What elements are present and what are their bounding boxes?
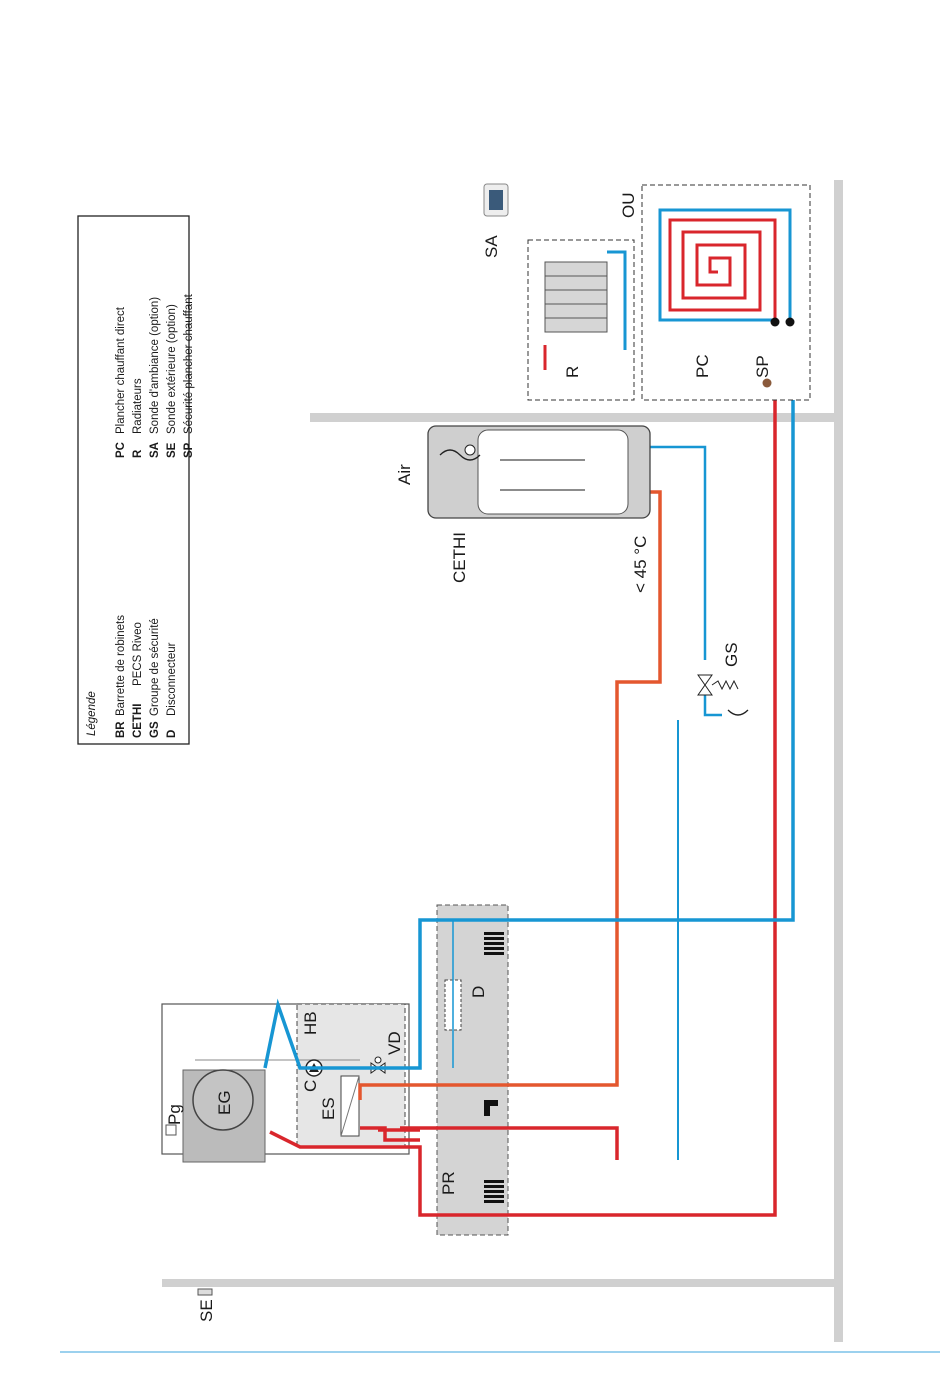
- svg-text:Groupe de sécurité: Groupe de sécurité: [149, 618, 161, 716]
- svg-text:SP: SP: [183, 442, 195, 458]
- label-ou: OU: [619, 193, 638, 219]
- drain-funnel-icon: [728, 710, 748, 715]
- label-es: ES: [319, 1097, 338, 1120]
- svg-text:GS: GS: [149, 721, 161, 738]
- legend: Légende BR Barrette de robinets CETHI PE…: [78, 216, 195, 744]
- sp-probe: [763, 379, 772, 388]
- label-gs: GS: [722, 642, 741, 667]
- svg-text:Sonde d'ambiance (option): Sonde d'ambiance (option): [149, 297, 161, 434]
- outdoor-sensor: SE: [197, 1289, 216, 1322]
- svg-text:Radiateurs: Radiateurs: [132, 378, 144, 434]
- label-d: D: [469, 986, 488, 998]
- svg-text:Sonde extérieure (option): Sonde extérieure (option): [166, 304, 178, 434]
- label-eg: EG: [215, 1090, 234, 1115]
- svg-text:Barrette de robinets: Barrette de robinets: [115, 615, 127, 716]
- svg-text:PC: PC: [115, 442, 127, 458]
- radiator-zone: R SA: [482, 184, 634, 400]
- svg-text:Plancher chauffant direct: Plancher chauffant direct: [115, 306, 127, 434]
- label-air: Air: [395, 464, 414, 485]
- label-se: SE: [197, 1299, 216, 1322]
- label-temp: < 45 °C: [631, 536, 650, 593]
- legend-title: Légende: [86, 691, 98, 736]
- svg-text:D: D: [166, 730, 178, 738]
- label-c: C: [301, 1080, 320, 1092]
- label-cethi: CETHI: [450, 532, 469, 583]
- underfloor-zone: OU PC SP: [619, 185, 810, 400]
- barrette-zone: D PR: [437, 905, 508, 1235]
- label-hb: HB: [301, 1011, 320, 1035]
- svg-text:BR: BR: [115, 721, 127, 738]
- svg-text:SA: SA: [149, 442, 161, 458]
- svg-text:Disconnecteur: Disconnecteur: [166, 642, 178, 716]
- label-sa: SA: [482, 235, 501, 258]
- svg-text:CETHI: CETHI: [132, 704, 144, 739]
- svg-text:R: R: [132, 449, 144, 458]
- svg-text:SE: SE: [166, 442, 178, 458]
- label-vd: VD: [385, 1031, 404, 1055]
- label-r: R: [563, 366, 582, 378]
- thermostat-icon: [166, 1125, 176, 1135]
- label-sp: SP: [753, 355, 772, 378]
- label-pr: PR: [439, 1171, 458, 1195]
- svg-text:Sécurité plancher chauffant: Sécurité plancher chauffant: [183, 293, 195, 434]
- label-pg: Pg: [165, 1104, 184, 1125]
- svg-text:PECS Riveo: PECS Riveo: [132, 622, 144, 686]
- label-pc: PC: [693, 354, 712, 378]
- cethi-tank: Air CETHI < 45 °C: [395, 426, 650, 593]
